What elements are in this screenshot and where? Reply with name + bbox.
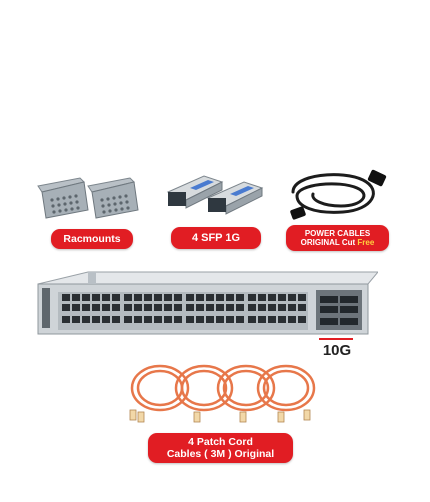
rackmounts-label: Racmounts [51,229,133,249]
patch-cord-icon [174,364,234,412]
power-cable-icon [291,173,375,214]
power-cables-label: POWER CABLES ORIGINAL Cut Free [286,225,389,251]
patch-cord-label: 4 Patch Cord Cables ( 3M ) Original [148,433,293,463]
power-cables-line2-prefix: ORIGINAL Cut [300,238,358,247]
rackmount-bracket-icon [87,177,139,219]
sfp-modules-image [166,175,264,215]
sfp-label: 4 SFP 1G [171,227,261,249]
power-cables-line1: POWER CABLES [304,228,371,238]
patch-cord-icon [130,364,190,412]
sfp-module-icon [206,181,264,215]
rackmount-brackets-image [37,177,139,219]
patch-cord-line2: Cables ( 3M ) Original [166,448,275,460]
network-switch-icon [37,271,378,335]
rackmounts-label-text: Racmounts [63,232,121,245]
patch-cords-image [129,364,316,423]
rackmount-bracket-icon [37,177,89,219]
sfp-label-text: 4 SFP 1G [191,231,241,244]
ten-g-label: 10G [322,342,352,359]
patch-cord-icon [216,364,276,412]
ten-g-underline [319,338,353,340]
power-cables-line2: ORIGINAL Cut Free [301,238,375,247]
patch-cord-line1: 4 Patch Cord [188,435,253,448]
patch-cord-icon [256,364,316,412]
sfp-module-icon [166,175,224,209]
power-cable-image [290,169,387,220]
network-switch-image [37,271,378,335]
power-cables-free-text: Free [357,238,375,247]
